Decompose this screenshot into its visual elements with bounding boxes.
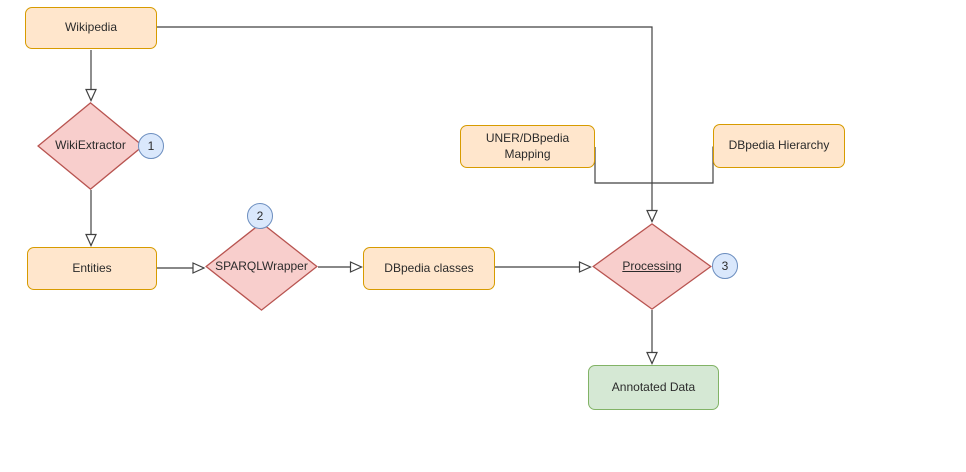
node-wikipedia[interactable]: Wikipedia xyxy=(25,7,157,49)
node-uner-dbpedia-mapping[interactable]: UNER/DBpedia Mapping xyxy=(460,125,595,168)
node-uner-dbpedia-mapping-label: UNER/DBpedia Mapping xyxy=(485,130,570,161)
edge-dbpedia-hierarchy-join xyxy=(652,146,714,184)
node-dbpedia-hierarchy-label: DBpedia Hierarchy xyxy=(728,138,830,153)
step-badge-3[interactable]: 3 xyxy=(712,253,738,279)
node-annotated-data[interactable]: Annotated Data xyxy=(588,365,719,410)
node-wikiextractor[interactable]: WikiExtractor xyxy=(37,102,144,190)
node-dbpedia-hierarchy[interactable]: DBpedia Hierarchy xyxy=(713,124,845,168)
edge-wikipedia-to-processing xyxy=(157,26,658,223)
node-wikipedia-label: Wikipedia xyxy=(64,20,118,35)
diamond-shape xyxy=(592,223,712,310)
node-entities[interactable]: Entities xyxy=(27,247,157,290)
edge-uner-mapping-join xyxy=(594,147,652,184)
step-badge-2[interactable]: 2 xyxy=(247,203,273,229)
diamond-shape xyxy=(37,102,144,190)
node-annotated-data-label: Annotated Data xyxy=(611,379,696,394)
node-entities-label: Entities xyxy=(72,260,112,275)
step-badge-1[interactable]: 1 xyxy=(138,133,164,159)
diamond-shape xyxy=(205,222,318,311)
node-sparqlwrapper[interactable]: SPARQLWrapper xyxy=(205,222,318,311)
node-processing[interactable]: Processing xyxy=(592,223,712,310)
node-dbpedia-classes-label: DBpedia classes xyxy=(384,260,474,275)
node-dbpedia-classes[interactable]: DBpedia classes xyxy=(363,247,495,290)
